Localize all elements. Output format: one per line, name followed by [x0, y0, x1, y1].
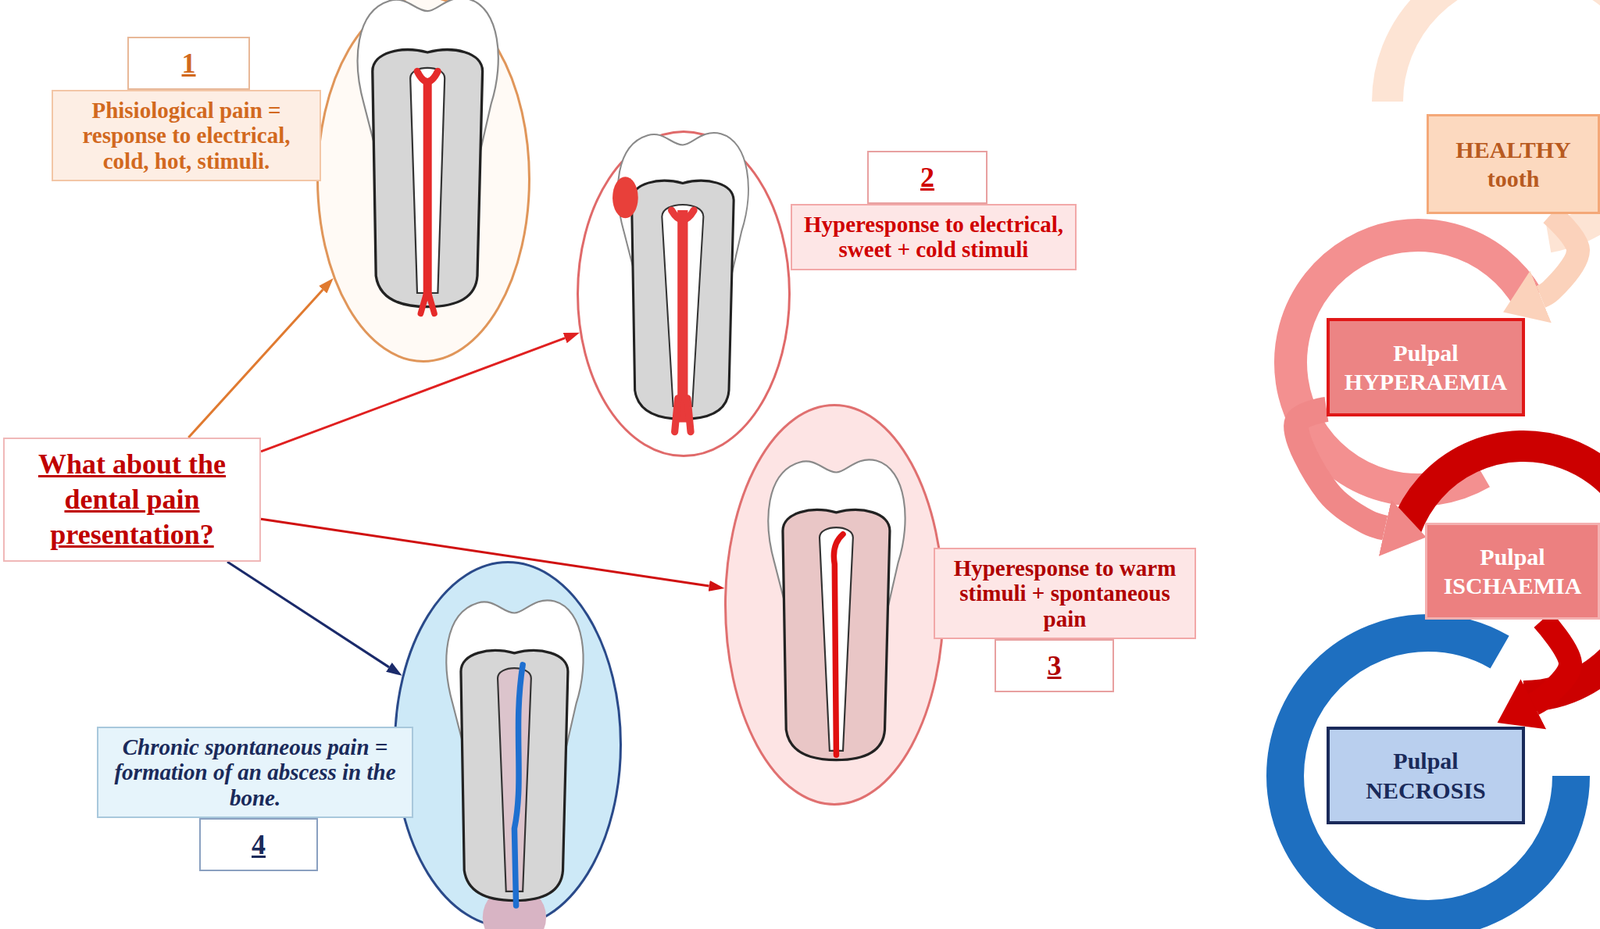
stage-label: Pulpal NECROSIS [1339, 746, 1513, 805]
tooth-healthy [357, 0, 499, 314]
tooth-oval [724, 403, 945, 806]
pointer-arrow [227, 561, 390, 668]
tooth-oval [316, 0, 531, 363]
cycle-ring [1285, 632, 1572, 919]
tooth-oval [576, 130, 791, 458]
cycle-ring [1363, 410, 1600, 732]
tooth-oval-outline [725, 405, 944, 805]
callout-number: 3 [994, 639, 1115, 693]
stage-label: Pulpal HYPERAEMIA [1339, 338, 1513, 397]
pain-description: Hyperesponse to electrical, sweet + cold… [790, 203, 1077, 271]
question-box: What about the dental pain presentation? [3, 437, 261, 562]
stage-box: Pulpal NECROSIS [1326, 726, 1525, 825]
callout-number: 4 [199, 817, 318, 872]
stage-label: Pulpal ISCHAEMIA [1436, 542, 1589, 601]
tooth-oval [393, 560, 622, 929]
callout-number: 2 [867, 150, 988, 204]
stage-box: HEALTHY tooth [1426, 114, 1600, 215]
tooth-ischaemia [767, 459, 905, 760]
cycle-ring [1387, 0, 1600, 240]
stage-box: Pulpal ISCHAEMIA [1425, 522, 1600, 620]
cycle-arrow [1540, 214, 1579, 297]
tooth-stage: Hyperesponse to electrical, sweet + cold… [576, 130, 791, 458]
tooth-stage: Chronic spontaneous pain = formation of … [393, 560, 622, 929]
stage-label: HEALTHY tooth [1446, 135, 1580, 194]
pain-description: Phisiological pain = response to electri… [51, 89, 322, 182]
tooth-oval-outline [578, 132, 790, 457]
callout-number: 1 [127, 36, 250, 90]
tooth-oval-outline [395, 562, 622, 928]
stage-box: Pulpal HYPERAEMIA [1326, 317, 1525, 417]
tooth-oval-outline [317, 0, 530, 362]
tooth-stage: Phisiological pain = response to electri… [316, 0, 531, 363]
pain-description: Chronic spontaneous pain = formation of … [96, 726, 414, 818]
pointer-arrow [188, 289, 323, 438]
pain-description: Hyperesponse to warm stimuli + spontaneo… [933, 547, 1197, 640]
cycle-arrow [1533, 619, 1571, 704]
tooth-stage: Hyperesponse to warm stimuli + spontaneo… [724, 403, 945, 806]
cycle-arrow [1296, 409, 1386, 529]
question-text: What about the dental pain presentation? [14, 446, 250, 553]
